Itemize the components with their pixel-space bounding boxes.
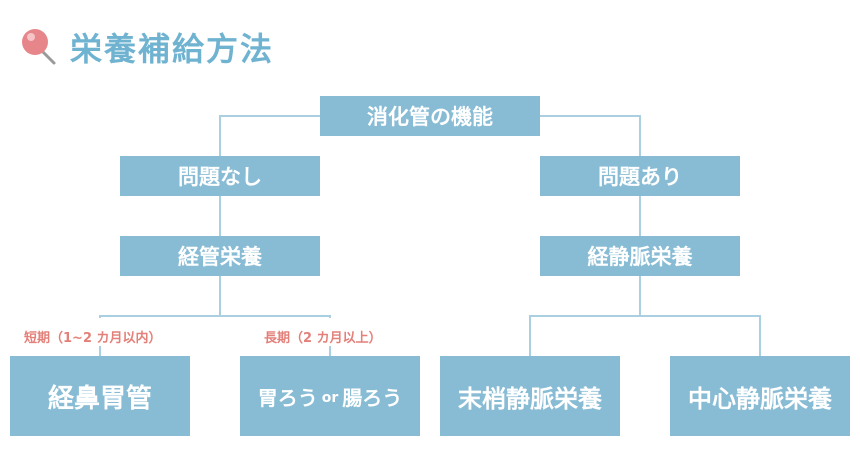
node-enteral-nutrition: 経管栄養 [120,236,320,276]
node-gastrostomy-or-enterostomy: 胃ろう or 腸ろう [240,356,420,436]
page-title: 栄養補給方法 [20,22,274,72]
pushpin-icon [20,25,60,69]
node-label: 消化管の機能 [367,105,493,129]
node-parenteral-nutrition: 経静脈栄養 [540,236,740,276]
note-long-term: 長期（2 カ月以上） [264,331,382,346]
node-label: 末梢静脈栄養 [458,384,602,413]
node-label: 問題なし [178,165,262,189]
title-text: 栄養補給方法 [70,30,275,68]
node-central-parenteral: 中心静脈栄養 [670,356,850,436]
node-label: 中心静脈栄養 [688,384,832,413]
node-problem: 問題あり [540,156,740,196]
node-peripheral-parenteral: 末梢静脈栄養 [440,356,620,436]
node-label: 経鼻胃管 [47,383,152,414]
note-short-term: 短期（1~2 カ月以内） [24,331,162,346]
node-label: 経静脈栄養 [587,245,693,269]
gastrostomy-label: 胃ろう [257,385,318,410]
or-label: or [321,390,339,406]
node-label: 問題あり [598,165,682,189]
enterostomy-label: 腸ろう [342,385,403,410]
node-nasogastric-tube: 経鼻胃管 [10,356,190,436]
node-digestive-function: 消化管の機能 [320,96,540,136]
node-no-problem: 問題なし [120,156,320,196]
node-label: 経管栄養 [178,245,262,269]
